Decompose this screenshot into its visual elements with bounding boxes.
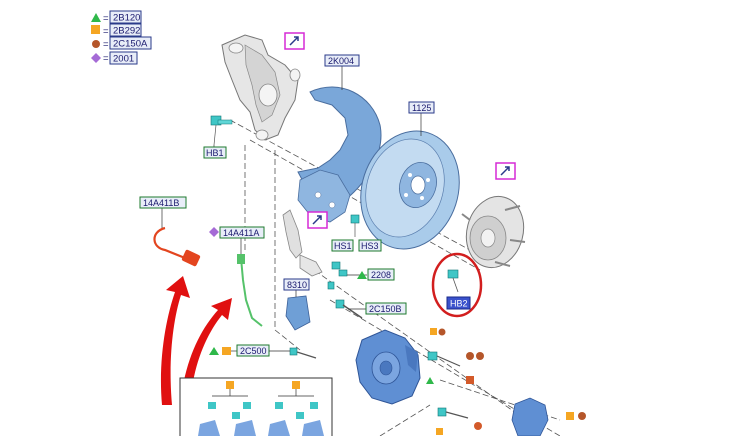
callout-2c500[interactable]: 2C500 (209, 344, 290, 357)
bolt-hb2 (447, 269, 459, 293)
detail-inset (179, 377, 333, 436)
svg-text:=: = (103, 13, 109, 24)
dust-shield (297, 86, 382, 223)
callout-8310[interactable]: 8310 (283, 278, 310, 297)
callout-label: 8310 (287, 280, 307, 290)
callout-14a411a[interactable]: 14A411A (209, 226, 265, 254)
callout-14a411b[interactable]: 14A411B (139, 196, 187, 228)
callout-2k004[interactable]: 2K004 (324, 54, 360, 90)
bleed-fitting (327, 261, 348, 290)
callout-label: HB1 (206, 148, 224, 158)
sensor-cable-14a411a (237, 254, 263, 327)
caliper-fasteners (426, 328, 484, 384)
callout-label: 2K004 (328, 56, 354, 66)
callout-1125[interactable]: 1125 (408, 101, 435, 136)
legend-code: 2B120 (113, 13, 140, 24)
svg-text:=: = (103, 53, 109, 64)
legend-item-2b120: = 2B120 (91, 10, 142, 24)
callout-2208[interactable]: 2208 (347, 268, 395, 281)
steering-knuckle (221, 34, 301, 141)
external-link-icon[interactable] (307, 211, 328, 229)
brake-hose-14a411b (153, 226, 201, 267)
callout-label: 14A411A (223, 228, 259, 238)
lower-parts (436, 397, 586, 436)
wheel-hub (461, 195, 526, 269)
external-link-icon[interactable] (495, 162, 516, 180)
svg-text:=: = (103, 26, 109, 37)
pad-clip-8310 (285, 295, 311, 331)
callout-hb1[interactable]: HB1 (203, 145, 227, 159)
highlight-circle (431, 252, 483, 318)
brake-caliper (355, 329, 421, 405)
legend-code: 2001 (113, 54, 134, 65)
caliper-clip (282, 209, 323, 277)
external-link-icon[interactable] (284, 32, 305, 50)
legend-item-2001: = 2001 (91, 51, 138, 65)
callout-hb2[interactable]: HB2 (446, 296, 471, 310)
callout-label: HS3 (361, 241, 379, 251)
legend-code: 2B292 (113, 26, 140, 37)
bolt-hb1 (210, 115, 233, 146)
legend-item-2c150a: = 2C150A (92, 36, 152, 50)
callout-label: HB2 (450, 299, 468, 309)
callout-label: 1125 (412, 103, 431, 113)
callout-label: 2C150B (369, 304, 402, 314)
callout-hs1[interactable]: HS1 (331, 239, 354, 252)
callout-label: 14A411B (143, 198, 179, 208)
legend-item-2b292: = 2B292 (91, 23, 142, 37)
callout-hs3[interactable]: HS3 (358, 239, 382, 252)
bolt-2c500 (289, 347, 317, 359)
svg-text:=: = (103, 39, 109, 50)
legend-code: 2C150A (113, 39, 148, 50)
callout-label: 2208 (371, 270, 391, 280)
brake-disc (360, 130, 460, 250)
callout-label: 2C500 (240, 346, 267, 356)
bolt-2c150b (335, 299, 363, 319)
callout-2c150b[interactable]: 2C150B (348, 302, 407, 315)
legend: = 2B120 = 2B292 = 2C150A = 2001 (91, 10, 152, 65)
bolt-hs (350, 214, 360, 237)
callout-label: HS1 (334, 241, 352, 251)
